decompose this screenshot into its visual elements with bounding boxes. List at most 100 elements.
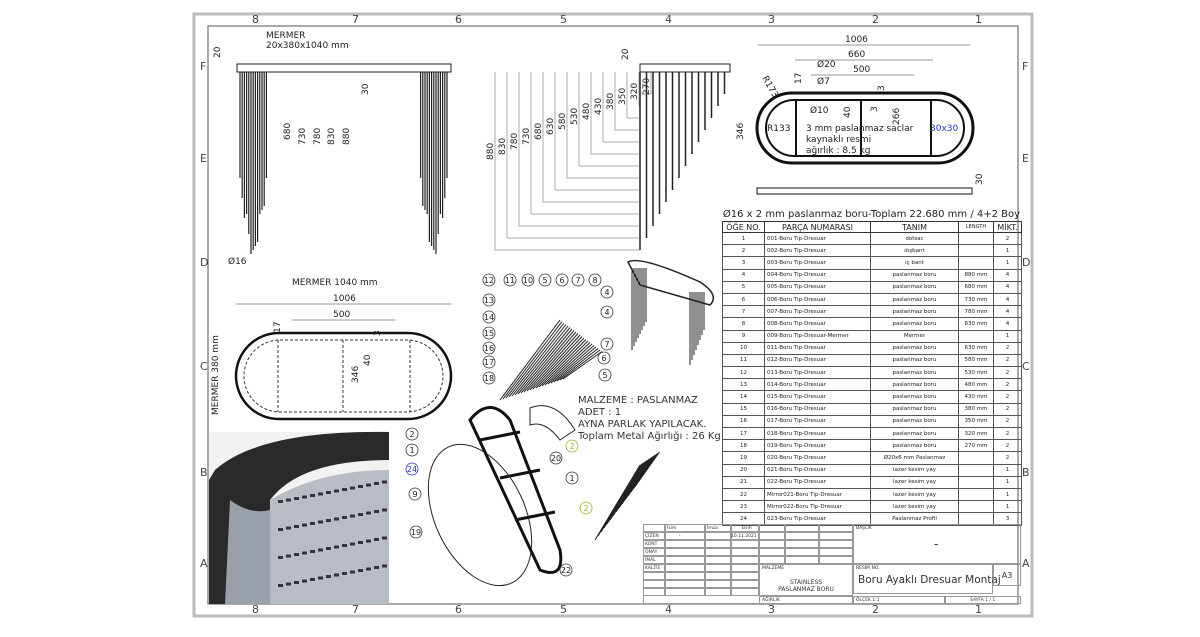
item-no: 12 [722, 366, 765, 380]
length [958, 256, 994, 270]
title-grid-cell [731, 572, 759, 580]
description: paslanmaz boru [870, 378, 959, 392]
material-label: MERMER [266, 31, 305, 41]
title-grid-cell [731, 580, 759, 588]
length [958, 475, 994, 489]
balloon-number: 7 [575, 276, 580, 285]
balloon-number: 15 [484, 329, 494, 338]
title-grid-cell [643, 556, 665, 564]
item-balloon: 2 [579, 501, 593, 515]
zone-number: 5 [560, 603, 567, 616]
note-material: MALZEME : PASLANMAZ [578, 395, 698, 406]
balloon-number: 10 [523, 276, 533, 285]
title-grid-cell [731, 532, 759, 540]
material-line: PASLANMAZ BORU [778, 586, 834, 593]
title-grid-cell [759, 524, 785, 532]
part-number: 008-Boru Tip-Dresuar [764, 317, 871, 331]
title-grid-cell [643, 532, 665, 540]
description: paslanmaz boru [870, 366, 959, 380]
dim-text: 350 [618, 88, 628, 105]
drawn-date: 10.11.2021 [731, 534, 757, 539]
balloon-number: 2 [569, 442, 574, 451]
item-no: 20 [722, 463, 765, 477]
col-description: TANIM [870, 221, 959, 233]
item-no: 11 [722, 353, 765, 368]
length: 380 mm [958, 402, 994, 416]
part-number: 002-Boru Tip-Dresuar [764, 244, 871, 258]
item-balloon: 9 [408, 487, 422, 501]
col-quantity: MİKT. [993, 221, 1022, 233]
dim-text: 880 [486, 143, 496, 160]
dim-text: 346 [351, 366, 361, 383]
description: dışbant [870, 244, 959, 258]
dim-text: 680 [534, 123, 544, 140]
dim-text: 480 [582, 103, 592, 120]
quantity: 1 [993, 463, 1022, 477]
part-number: Mirror022-Boru Tip-Dresuar [764, 500, 871, 514]
title-grid-cell [643, 572, 665, 580]
title-grid-cell [819, 532, 853, 540]
length [958, 487, 994, 502]
balloon-number: 2 [409, 430, 414, 439]
item-balloon: 11 [503, 273, 517, 287]
item-balloon: 12 [482, 273, 496, 287]
title-grid-cell [819, 540, 853, 548]
balloon-number: 6 [601, 354, 606, 363]
material-size: 20x380x1040 mm [266, 41, 349, 51]
quantity: 2 [993, 426, 1022, 441]
dim-text: 17 [794, 73, 804, 84]
col-length: LENGTH [958, 221, 994, 233]
description: dotsac [870, 231, 959, 246]
sheet-cell: SAYFA 1 / 1 [945, 596, 1021, 604]
iso-small-view [627, 259, 715, 365]
frame-note: 3 mm paslanmaz saclar [806, 124, 914, 134]
title-grid-cell [705, 580, 731, 588]
item-no: 6 [722, 292, 765, 307]
zone-letter: A [1022, 557, 1030, 570]
scale-cell: ÖLÇEK 1:1 [853, 596, 945, 604]
dim-text: 40 [843, 106, 853, 118]
part-number: 003-Boru Tip-Dresuar [764, 256, 871, 270]
part-number: Mirror021-Boru Tip-Dresuar [764, 487, 871, 502]
balloon-number: 5 [602, 371, 607, 380]
dim-text: 17 [273, 322, 283, 333]
item-no: 19 [722, 451, 765, 465]
render-closeup [209, 431, 389, 604]
title-grid-cell [785, 524, 819, 532]
title-grid-cell [665, 532, 705, 540]
balloon-number: 16 [484, 344, 494, 353]
balloon-number: 6 [559, 276, 564, 285]
title-grid-cell [785, 548, 819, 556]
title-grid-cell [705, 564, 731, 572]
title-grid-cell [665, 588, 705, 596]
zone-number: 7 [352, 603, 359, 616]
title-grid-cell [731, 548, 759, 556]
dim-text: 266 [892, 108, 902, 125]
title-grid-cell [705, 548, 731, 556]
note-quantity: ADET : 1 [578, 407, 621, 418]
balloon-number: 2 [583, 504, 588, 513]
item-no: 21 [722, 475, 765, 489]
length [958, 244, 994, 258]
description: lazer kesim yay [870, 487, 959, 502]
dim-text: R173 [759, 75, 779, 100]
zone-number: 8 [252, 13, 259, 26]
item-balloon: 17 [482, 355, 496, 369]
part-number: 017-Boru Tip-Dresuar [764, 414, 871, 429]
dim-text: 346 [736, 123, 746, 140]
length: 430 mm [958, 390, 994, 404]
dim-text: 660 [848, 50, 865, 60]
part-number: 018-Boru Tip-Dresuar [764, 426, 871, 441]
item-no: 13 [722, 378, 765, 392]
length: 630 mm [958, 341, 994, 355]
col-item-no: ÖĞE NO. [722, 221, 765, 233]
dim-text: 730 [298, 128, 308, 145]
item-no: 9 [722, 329, 765, 343]
drawn-by: - [679, 534, 681, 539]
part-number: 020-Boru Tip-Dresuar [764, 451, 871, 465]
